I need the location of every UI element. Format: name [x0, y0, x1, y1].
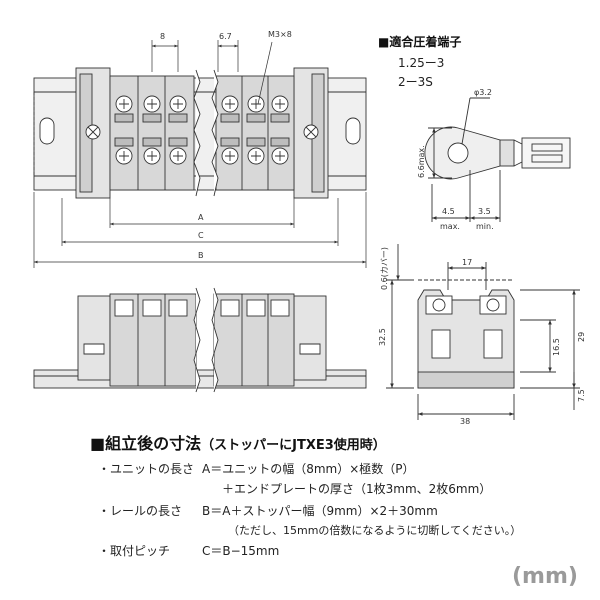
front-view [33, 287, 367, 393]
terminal-width-1: 4.5 [442, 207, 455, 216]
terminal-clamp [270, 137, 290, 147]
height-7-5-label: 7.5 [577, 389, 586, 402]
cover-thickness-label: 0.6(カバー) [380, 247, 389, 290]
top-view-dimensions [33, 40, 367, 268]
terminal-clamp-front [142, 299, 162, 317]
unit-length-formula-2: ＋エンドプレートの厚さ（1枚3mm、2枚6mm） [222, 482, 492, 496]
side-width-17-label: 17 [462, 258, 473, 267]
rail-length-note: （ただし、15mmの倍数になるように切断してください。） [228, 524, 522, 537]
top-view [33, 67, 367, 199]
terminal-width-2: 3.5 [478, 207, 491, 216]
terminal-clamp [270, 113, 290, 123]
terminal-clamp-front [246, 299, 266, 317]
mounting-pitch-formula: C＝B−15mm [202, 544, 280, 558]
screw-slot [147, 99, 157, 109]
height-29-label: 29 [577, 331, 586, 342]
terminal-clamp [168, 137, 188, 147]
screw-slot [119, 99, 129, 109]
screw-slot [173, 99, 183, 109]
dimension-c-label: C [198, 231, 204, 240]
unit-length-label: ・ユニットの長さ [98, 462, 195, 476]
terminal-clamp-front [168, 299, 188, 317]
terminal-clamp [142, 137, 162, 147]
mounting-pitch-label: ・取付ピッチ [98, 544, 171, 558]
terminal-clamp [246, 137, 266, 147]
side-width-38-label: 38 [460, 417, 471, 426]
screw-slot [275, 151, 285, 161]
terminal-clamp [114, 113, 134, 123]
unit-mark: (mm) [512, 564, 578, 589]
terminal-clamp [220, 137, 240, 147]
screw-slot [225, 151, 235, 161]
terminal-width-1-note: max. [440, 222, 460, 231]
terminal-clamp [114, 137, 134, 147]
crimp-size-2: 2ー3S [398, 75, 433, 89]
terminal-clamp-front [220, 299, 240, 317]
terminal-clamp-front [114, 299, 134, 317]
screw-slot [119, 151, 129, 161]
screw-slot [147, 151, 157, 161]
height-32-5-label: 32.5 [378, 328, 387, 346]
crimp-size-1: 1.25ー3 [398, 56, 445, 70]
terminal-clamp [220, 113, 240, 123]
unit-length-formula: A＝ユニットの幅（8mm）×極数（P） [202, 462, 415, 476]
terminal-clamp [168, 113, 188, 123]
dimension-a-label: A [198, 213, 204, 222]
screw-slot [173, 151, 183, 161]
pitch-8-label: 8 [160, 32, 166, 41]
rail-length-label: ・レールの長さ [98, 504, 183, 518]
crimp-terminal-heading: ■適合圧着端子 [378, 35, 462, 49]
crimp-terminal-drawing [424, 97, 571, 222]
screw-slot [251, 151, 261, 161]
terminal-height-label: 6.6max. [417, 145, 426, 178]
terminal-clamp-front [270, 299, 290, 317]
terminal-clamp [142, 113, 162, 123]
screw-slot [225, 99, 235, 109]
screw-slot [251, 99, 261, 109]
terminal-width-2-note: min. [476, 222, 494, 231]
screw-slot [275, 99, 285, 109]
height-16-5-label: 16.5 [552, 338, 561, 356]
hole-diameter-label: φ3.2 [474, 88, 492, 97]
rail-length-formula: B＝A＋ストッパー幅（9mm）×2＋30mm [202, 504, 438, 518]
assembly-heading: ■組立後の寸法（ストッパーにJTXE3使用時） [90, 434, 386, 453]
screw-size-label: M3×8 [268, 30, 292, 39]
side-view [386, 244, 580, 420]
pitch-6-7-label: 6.7 [219, 32, 232, 41]
dimension-b-label: B [198, 251, 204, 260]
terminal-clamp [246, 113, 266, 123]
